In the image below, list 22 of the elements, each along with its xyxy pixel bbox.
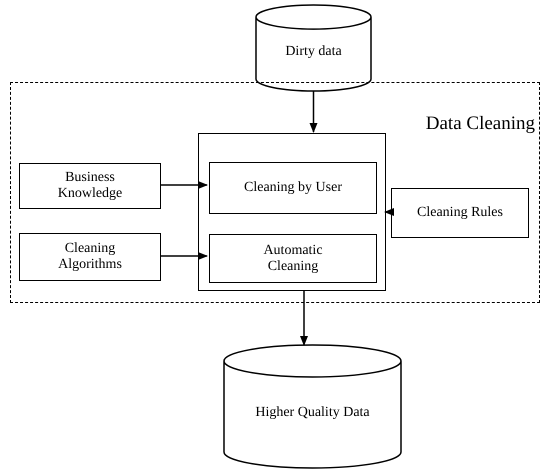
node-label: Dirty data [284,44,343,60]
arrow [160,252,208,260]
group-region [10,82,540,303]
node-label: Cleaning by User [243,180,343,196]
process-box [19,233,161,281]
arrow [300,290,308,346]
arrow [384,208,394,216]
node-label: Automatic Cleaning [262,242,324,274]
arrow [310,91,318,133]
database-cylinder [255,5,372,91]
process-box [209,162,377,214]
node-label: Cleaning Algorithms [57,241,123,273]
process-box [198,133,386,291]
process-box [209,234,377,283]
database-cylinder [223,345,402,468]
node-label: Higher Quality Data [254,404,371,421]
arrow [160,181,208,189]
process-box [19,163,161,209]
process-box [391,188,529,238]
node-label: Business Knowledge [56,170,124,202]
group-title: Data Cleaning [426,113,535,135]
node-label: Cleaning Rules [416,205,504,221]
